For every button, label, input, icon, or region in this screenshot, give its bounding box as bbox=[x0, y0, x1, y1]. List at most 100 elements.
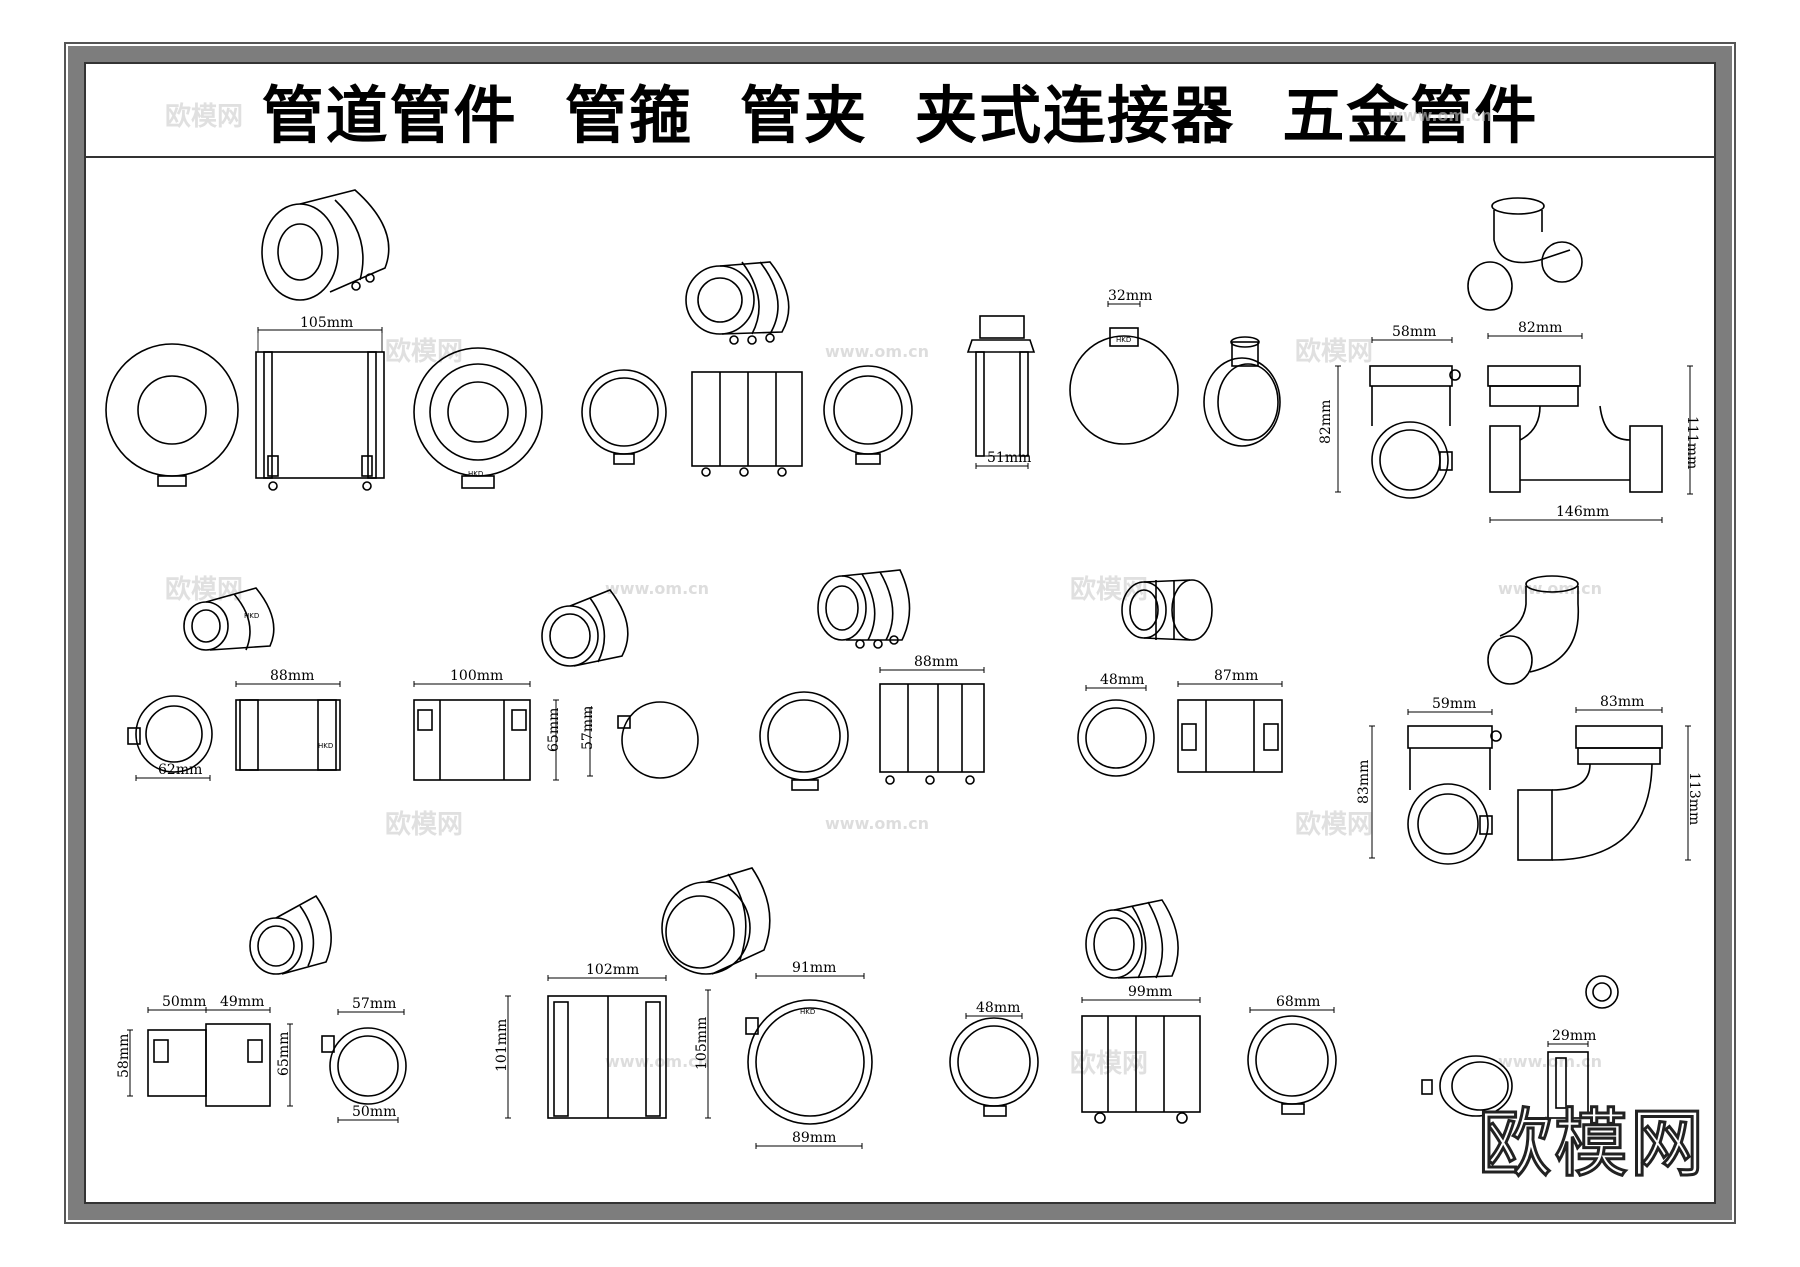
dimension-label: 58mm bbox=[1392, 324, 1436, 340]
coupling-3d-view bbox=[261, 189, 390, 301]
coupling-b-ring-view bbox=[617, 701, 699, 779]
watermark-logo: 欧模网 bbox=[1295, 336, 1373, 367]
reducer-side-view bbox=[127, 1007, 293, 1107]
reducer-ring-view bbox=[321, 1009, 407, 1123]
watermark-logo: 欧模网 bbox=[1070, 1048, 1148, 1079]
end-cap-3d-view bbox=[1585, 975, 1619, 1009]
watermark-url: www.om.cn bbox=[1388, 106, 1492, 125]
watermark-logo-large: 欧模网 bbox=[1477, 1100, 1706, 1189]
coupling-a-end-view bbox=[127, 695, 213, 781]
coupling-c-end-view bbox=[759, 691, 849, 791]
watermark-url: www.om.cn bbox=[1498, 1052, 1602, 1071]
coupling-c-3d-view bbox=[817, 569, 911, 649]
band-clamp-ring-view bbox=[823, 365, 913, 465]
dimension-label: 58mm bbox=[116, 1034, 132, 1078]
dimension-label: 146mm bbox=[1556, 504, 1609, 520]
gray-frame-border bbox=[68, 46, 1732, 1220]
flex-coupling-end-view bbox=[949, 1013, 1039, 1117]
band-clamp-3d-view bbox=[685, 261, 790, 345]
dimension-label: 48mm bbox=[1100, 672, 1144, 688]
watermark-logo: 欧模网 bbox=[165, 101, 243, 132]
brand-marks: HKD HKD HKD HKD HKD bbox=[244, 336, 1131, 1016]
large-coupling-3d-view bbox=[661, 867, 771, 975]
dimension-label: 105mm bbox=[694, 1017, 710, 1070]
brand-mark: HKD bbox=[318, 742, 333, 750]
watermark-url: www.om.cn bbox=[825, 814, 929, 833]
coupling-b-side-view bbox=[413, 681, 593, 781]
watermark-url: www.om.cn bbox=[1498, 579, 1602, 598]
flex-coupling-ring-view bbox=[1247, 1007, 1337, 1115]
brand-mark: HKD bbox=[468, 470, 483, 478]
dimension-label: 32mm bbox=[1108, 288, 1152, 304]
dimension-label: 62mm bbox=[158, 762, 202, 778]
dimension-label: 105mm bbox=[300, 315, 353, 331]
watermark-logo: 欧模网 bbox=[1070, 574, 1148, 605]
watermark-url: www.om.cn bbox=[605, 579, 709, 598]
dimension-label: 91mm bbox=[792, 960, 836, 976]
dimension-label: 82mm bbox=[1318, 400, 1334, 444]
tee-3d-view bbox=[1467, 197, 1583, 311]
band-clamp-side-view bbox=[691, 371, 803, 477]
dimension-label: 29mm bbox=[1552, 1028, 1596, 1044]
watermark-logo: 欧模网 bbox=[165, 574, 243, 605]
coupling-a-3d-view bbox=[183, 587, 275, 651]
coupling-side-view bbox=[255, 327, 385, 491]
drawing-title: 管道管件 管箍 管夹 夹式连接器 五金管件 bbox=[261, 79, 1539, 152]
flex-coupling-side-view bbox=[1081, 997, 1201, 1124]
dimension-label: 57mm bbox=[352, 996, 396, 1012]
saddle-frame-view bbox=[966, 315, 1036, 469]
elbow-side-view bbox=[1369, 709, 1502, 865]
dimension-label: 111mm bbox=[1684, 416, 1700, 469]
dimension-label: 89mm bbox=[792, 1130, 836, 1146]
dimension-label: 51mm bbox=[987, 450, 1031, 466]
end-cap-side-view bbox=[1547, 1041, 1589, 1119]
watermark-layer: 欧模网 www.om.cn 欧模网 www.om.cn 欧模网 欧模网 www.… bbox=[165, 101, 1602, 1079]
outer-frame-line bbox=[64, 42, 1736, 1224]
dimension-label: 65mm bbox=[276, 1032, 292, 1076]
reducer-3d-view bbox=[249, 894, 332, 975]
dimension-label: 49mm bbox=[220, 994, 264, 1010]
dimension-label: 83mm bbox=[1356, 760, 1372, 804]
coupling-b-3d-view bbox=[541, 589, 629, 667]
coupling-a-side-view bbox=[235, 681, 341, 771]
dimension-label: 50mm bbox=[162, 994, 206, 1010]
coupling-d-3d-view bbox=[1121, 579, 1213, 641]
dimension-label: 59mm bbox=[1432, 696, 1476, 712]
dimension-label: 65mm bbox=[546, 708, 562, 752]
large-coupling-side-view bbox=[505, 975, 711, 1119]
end-cap-ring-view bbox=[1421, 1055, 1513, 1117]
watermark-logo: 欧模网 bbox=[385, 336, 463, 367]
dimension-label: 82mm bbox=[1518, 320, 1562, 336]
flex-coupling-3d-view bbox=[1085, 899, 1179, 979]
coupling-end-view bbox=[105, 343, 239, 487]
dimension-label: 100mm bbox=[450, 668, 503, 684]
large-coupling-ring-view bbox=[745, 973, 873, 1149]
title-block: 管道管件 管箍 管夹 夹式连接器 五金管件 bbox=[86, 64, 1714, 158]
elbow-front-view bbox=[1517, 707, 1691, 861]
dimension-label: 57mm bbox=[580, 706, 596, 750]
tee-front-view bbox=[1487, 333, 1693, 523]
dimension-label: 102mm bbox=[586, 962, 639, 978]
band-clamp-end-view bbox=[581, 369, 667, 465]
watermark-logo: 欧模网 bbox=[1295, 809, 1373, 840]
coupling-d-end-view bbox=[1077, 685, 1155, 777]
watermark-logo: 欧模网 bbox=[385, 809, 463, 840]
saddle-ring-view bbox=[1069, 301, 1179, 445]
saddle-ring-3d-view bbox=[1203, 336, 1281, 447]
brand-mark: HKD bbox=[800, 1008, 815, 1016]
coupling-c-side-view bbox=[879, 667, 985, 785]
dimension-label: 83mm bbox=[1600, 694, 1644, 710]
dimension-label: 50mm bbox=[352, 1104, 396, 1120]
dimension-label: 113mm bbox=[1686, 772, 1702, 825]
inner-frame-line bbox=[84, 62, 1716, 1204]
dimension-label: 88mm bbox=[270, 668, 314, 684]
dimension-label: 101mm bbox=[494, 1019, 510, 1072]
tee-side-view bbox=[1335, 337, 1461, 499]
dimension-label: 99mm bbox=[1128, 984, 1172, 1000]
dimension-label: 48mm bbox=[976, 1000, 1020, 1016]
coupling-d-side-view bbox=[1177, 681, 1283, 773]
watermark-url: www.om.cn bbox=[605, 1052, 709, 1071]
watermark-url: www.om.cn bbox=[825, 342, 929, 361]
